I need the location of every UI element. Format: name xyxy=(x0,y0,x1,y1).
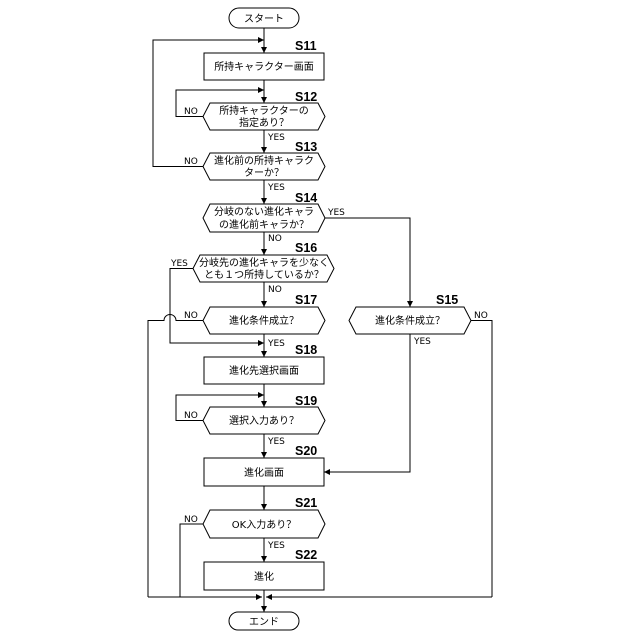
branch-s15-no: NO xyxy=(474,311,488,321)
step-label-s14: S14 xyxy=(295,191,317,205)
branch-s13-no: NO xyxy=(184,157,198,167)
decision-text-s21: OK入力あり？ xyxy=(232,518,296,531)
step-label-s16: S16 xyxy=(295,241,317,255)
branch-s16-yes: YES xyxy=(170,259,188,269)
decision-text-s16-line1: 分岐先の進化キャラを少なく xyxy=(199,256,329,269)
step-label-s11: S11 xyxy=(295,39,317,53)
branch-s19-no: NO xyxy=(184,411,198,421)
branch-s12-yes: YES xyxy=(267,133,285,143)
decision-text-s16-line2: とも１つ所持しているか？ xyxy=(204,268,324,281)
connector-s17-no-end xyxy=(148,315,203,598)
branch-s19-yes: YES xyxy=(267,437,285,447)
decision-text-s13-line1: 進化前の所持キャラク xyxy=(214,154,314,167)
branch-s12-no: NO xyxy=(184,107,198,117)
decision-text-s19: 選択入力あり？ xyxy=(229,414,299,427)
step-label-s21: S21 xyxy=(295,496,317,510)
branch-s21-no: NO xyxy=(184,515,198,525)
branch-s21-yes: YES xyxy=(267,541,285,551)
branch-s15-yes: YES xyxy=(413,337,431,347)
connector-s15-yes-s20 xyxy=(324,334,410,472)
decision-text-s13-line2: ターか？ xyxy=(244,167,284,179)
decision-text-s12-line2: 指定あり？ xyxy=(239,116,289,129)
decision-text-s17: 進化条件成立？ xyxy=(229,314,299,327)
process-text-s20: 進化画面 xyxy=(244,466,284,479)
process-text-s22: 進化 xyxy=(254,570,274,583)
branch-s13-yes: YES xyxy=(267,183,285,193)
decision-text-s15: 進化条件成立？ xyxy=(375,314,445,327)
step-label-s17: S17 xyxy=(295,293,317,307)
step-label-s12: S12 xyxy=(295,90,317,104)
decision-text-s14-line2: の進化前キャラか？ xyxy=(219,218,309,231)
step-label-s22: S22 xyxy=(295,548,317,562)
step-label-s15: S15 xyxy=(436,293,458,307)
step-label-s19: S19 xyxy=(295,394,317,408)
step-label-s18: S18 xyxy=(295,343,317,357)
branch-s17-yes: YES xyxy=(267,339,285,349)
branch-s17-no: NO xyxy=(184,311,198,321)
decision-text-s14-line1: 分岐のない進化キャラ xyxy=(214,205,314,218)
process-text-s18: 進化先選択画面 xyxy=(229,364,299,377)
connector-s14-yes-s15 xyxy=(325,218,410,307)
branch-s14-no: NO xyxy=(268,234,282,244)
connector-s15-no-end xyxy=(471,321,492,598)
step-label-s13: S13 xyxy=(295,140,317,154)
process-text-s11: 所持キャラクター画面 xyxy=(214,60,314,73)
decision-text-s12-line1: 所持キャラクターの xyxy=(219,104,309,117)
end-text: エンド xyxy=(249,617,279,628)
branch-s16-no: NO xyxy=(268,285,282,295)
step-label-s20: S20 xyxy=(295,444,317,458)
branch-s14-yes: YES xyxy=(327,208,345,218)
start-text: スタート xyxy=(244,13,284,25)
connector-s21-no-end xyxy=(180,524,203,597)
